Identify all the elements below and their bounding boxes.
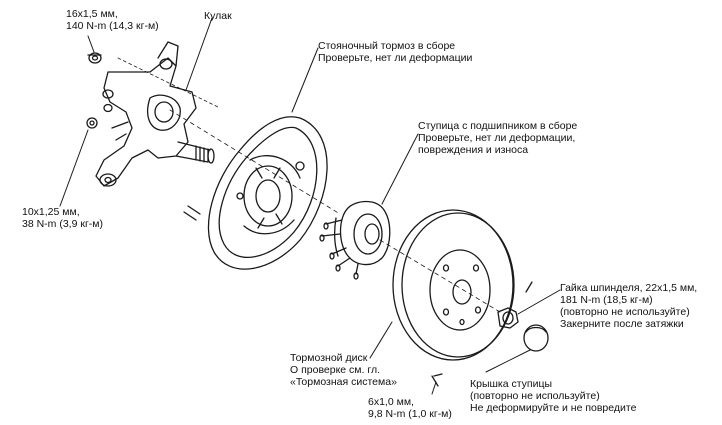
left-bolt-label: 10x1,25 мм, 38 N-m (3,9 кг-м)	[22, 206, 103, 230]
brake-disc-title: Тормозной диск	[290, 352, 368, 364]
disc-screw-label: 6x1,0 мм, 9,8 N-m (1,0 кг-м)	[368, 396, 452, 420]
spindle-nut-label: Гайка шпинделя, 22x1,5 мм, 181 N-m (18,5…	[560, 282, 697, 330]
top-bolt-torque: 140 N-m (14,3 кг-м)	[66, 20, 159, 32]
disc-screw-size: 6x1,0 мм,	[368, 396, 414, 408]
knuckle-text: Кулак	[204, 10, 232, 22]
parking-brake-part	[183, 116, 328, 270]
top-bolt-size: 16x1,5 мм,	[66, 8, 118, 20]
parking-brake-title: Стояночный тормоз в сборе	[318, 40, 456, 52]
top-bolt-label: 16x1,5 мм, 140 N-m (14,3 кг-м)	[66, 8, 159, 32]
parking-brake-note: Проверьте, нет ли деформации	[318, 52, 473, 64]
knuckle-part	[95, 41, 215, 187]
knuckle-label: Кулак	[204, 10, 232, 22]
spindle-nut-torque: 181 N-m (18,5 кг-м)	[560, 294, 653, 306]
left-bolt-part	[86, 117, 98, 129]
hub-cap-title: Крышка ступицы	[470, 378, 553, 390]
hub-bearing-note-1: Проверьте, нет ли деформации,	[418, 132, 576, 144]
left-bolt-torque: 38 N-m (3,9 кг-м)	[22, 218, 103, 230]
spindle-nut-note-1: (повторно не используйте)	[560, 306, 690, 318]
hub-cap-note-1: (повторно не используйте)	[470, 390, 600, 402]
disc-screw-part	[431, 373, 443, 387]
hub-cap-part	[523, 324, 549, 352]
hub-bearing-part	[319, 200, 391, 280]
spindle-nut-note-2: Закерните после затяжки	[560, 318, 684, 330]
hub-bearing-label: Ступица с подшипником в сборе Проверьте,…	[418, 120, 577, 156]
brake-disc-note-2: «Тормозная система»	[290, 376, 397, 388]
leader-lines	[59, 17, 561, 395]
brake-disc-part	[392, 209, 515, 361]
spindle-nut-title: Гайка шпинделя, 22x1,5 мм,	[560, 282, 698, 294]
left-bolt-size: 10x1,25 мм,	[22, 206, 80, 218]
hub-cap-note-2: Не деформируйте и не повредите	[470, 402, 637, 414]
top-bolt-part	[87, 52, 102, 64]
disc-screw-torque: 9,8 N-m (1,0 кг-м)	[368, 408, 452, 420]
parking-brake-label: Стояночный тормоз в сборе Проверьте, нет…	[318, 40, 472, 64]
brake-disc-label: Тормозной диск О проверке см. гл. «Тормо…	[290, 352, 397, 388]
hub-bearing-title: Ступица с подшипником в сборе	[418, 120, 578, 132]
hub-bearing-note-2: повреждения и износа	[418, 144, 529, 156]
brake-disc-note-1: О проверке см. гл.	[290, 364, 381, 376]
hub-cap-label: Крышка ступицы (повторно не используйте)…	[470, 378, 636, 414]
spindle-nut-part	[497, 281, 533, 329]
